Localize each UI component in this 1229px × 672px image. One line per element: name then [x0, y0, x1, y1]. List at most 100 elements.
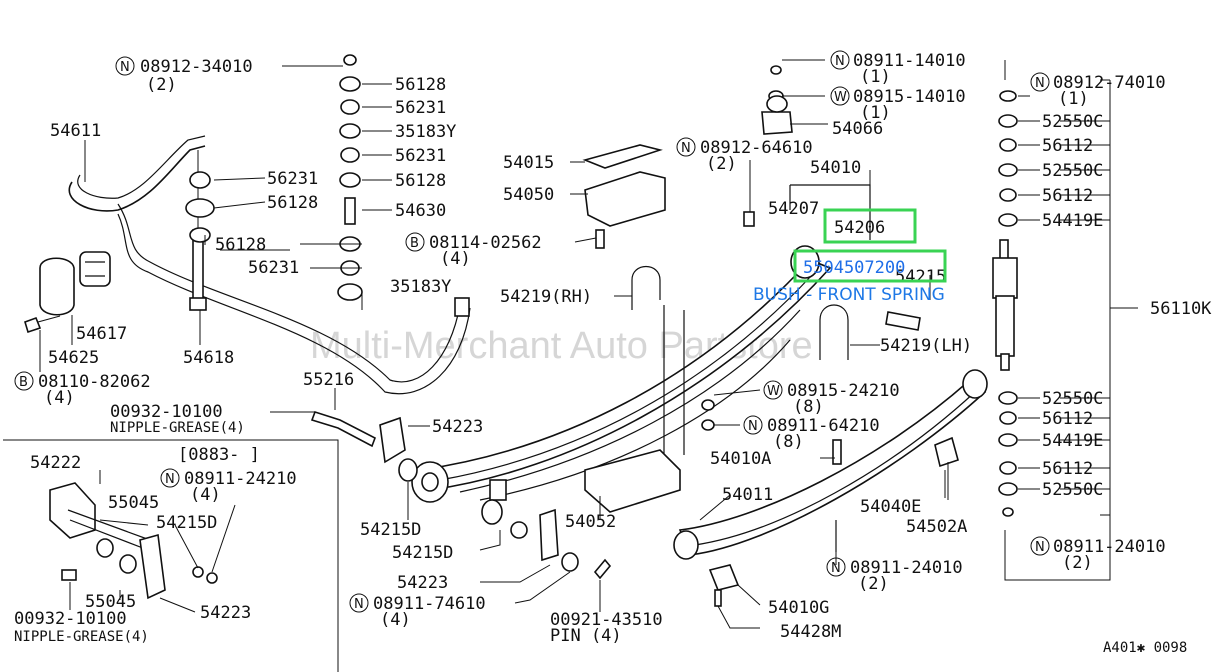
- part-label: 08912-64610: [700, 138, 813, 158]
- w-marker: W: [763, 380, 783, 400]
- part-label: 54207: [768, 199, 819, 219]
- part-label: 08911-74610: [373, 594, 486, 614]
- part-label: 00921-43510: [550, 610, 663, 630]
- b-marker: B: [405, 232, 425, 252]
- qty-label: (4): [44, 388, 75, 408]
- leaf-spring-drawing: [411, 144, 921, 525]
- n-marker: N: [349, 593, 369, 613]
- part-label: 54611: [50, 121, 101, 141]
- part-label: 54625: [48, 348, 99, 368]
- part-label: 56128: [267, 193, 318, 213]
- svg-text:B: B: [410, 236, 419, 251]
- svg-text:N: N: [835, 54, 845, 69]
- highlight-catalog-number[interactable]: 5504507200: [803, 258, 905, 278]
- part-label: 54223: [432, 417, 483, 437]
- qty-label: (2): [706, 154, 737, 174]
- b-marker: B: [14, 371, 34, 391]
- part-label: 55216: [303, 370, 354, 390]
- part-label: 35183Y: [395, 122, 456, 142]
- part-label: 56128: [395, 171, 446, 191]
- part-label: 56112: [1042, 409, 1093, 429]
- highlight-box-part[interactable]: [823, 208, 917, 244]
- part-label: NIPPLE-GREASE(4): [110, 420, 245, 436]
- leader-lines: [39, 59, 1110, 629]
- part-label: 52550C: [1042, 389, 1103, 409]
- shackle-parts-drawing: [310, 411, 612, 580]
- part-label: 56231: [248, 258, 299, 278]
- part-label: 08912-34010: [140, 57, 253, 77]
- n-marker: N: [1030, 536, 1050, 556]
- part-label: 54618: [183, 348, 234, 368]
- part-label: 56231: [267, 169, 318, 189]
- part-label: 54215D: [392, 543, 453, 563]
- part-label: 54222: [30, 453, 81, 473]
- part-label: 54502A: [906, 517, 967, 537]
- part-label: 55045: [85, 592, 136, 612]
- part-label: 52550C: [1042, 161, 1103, 181]
- n-marker: N: [1030, 72, 1050, 92]
- part-label: 56128: [215, 235, 266, 255]
- part-label: 56231: [395, 146, 446, 166]
- part-label: 54219(LH): [880, 336, 972, 356]
- n-marker: N: [743, 415, 763, 435]
- part-label: NIPPLE-GREASE(4): [14, 629, 149, 645]
- part-label: 54015: [503, 153, 554, 173]
- qty-label: (1): [860, 67, 891, 87]
- qty-label: (2): [1062, 553, 1093, 573]
- qty-label: (8): [793, 397, 824, 417]
- part-label: 08911-14010: [853, 51, 966, 71]
- part-label: 54010G: [768, 598, 829, 618]
- part-label: 52550C: [1042, 480, 1103, 500]
- part-label: 35183Y: [390, 277, 451, 297]
- part-label: 08911-64210: [767, 416, 880, 436]
- part-label: 54011: [722, 485, 773, 505]
- rear-leaf-spring-drawing: [673, 369, 988, 607]
- highlighted-part-54206[interactable]: 54206: [823, 208, 917, 244]
- part-label: 08912-74010: [1053, 73, 1166, 93]
- highlight-part-number[interactable]: 54206: [834, 218, 885, 238]
- part-label: 54066: [832, 119, 883, 139]
- part-label: 08911-24010: [1053, 537, 1166, 557]
- n-marker: N: [830, 50, 850, 70]
- part-label: 54215D: [360, 520, 421, 540]
- svg-text:N: N: [748, 419, 758, 434]
- part-label: 54630: [395, 201, 446, 221]
- svg-text:W: W: [834, 90, 847, 105]
- part-label: 08911-24010: [850, 558, 963, 578]
- part-label: 00932-10100: [110, 402, 223, 422]
- svg-text:N: N: [165, 472, 175, 487]
- part-label: 56110K: [1150, 299, 1212, 319]
- highlighted-part-number-link[interactable]: 5504507200 BUSH - FRONT SPRING: [753, 249, 947, 305]
- part-label: 52550C: [1042, 112, 1103, 132]
- n-marker: N: [115, 56, 135, 76]
- part-label: 54050: [503, 185, 554, 205]
- part-label: 08911-24210: [184, 469, 297, 489]
- svg-text:B: B: [19, 375, 28, 390]
- part-label: 54419E: [1042, 431, 1103, 451]
- part-label: 56112: [1042, 136, 1093, 156]
- qty-label: (8): [773, 432, 804, 452]
- highlight-description[interactable]: BUSH - FRONT SPRING: [753, 285, 945, 305]
- part-label: 54419E: [1042, 211, 1103, 231]
- part-label: 54617: [76, 324, 127, 344]
- part-label: 08114-02562: [429, 233, 542, 253]
- highlight-box-number[interactable]: [793, 249, 947, 283]
- part-label: 54040E: [860, 497, 921, 517]
- bump-stopper-drawing: [595, 65, 871, 431]
- shock-absorber-drawing: [992, 60, 1138, 581]
- qty-label: (2): [858, 574, 889, 594]
- svg-text:N: N: [681, 141, 691, 156]
- qty-label: (4): [440, 249, 471, 269]
- part-label: 56128: [395, 75, 446, 95]
- part-label: 54010: [810, 158, 861, 178]
- n-marker: N: [826, 557, 846, 577]
- diagram-code: A401✱ 0098: [1103, 640, 1187, 656]
- part-label: 54052: [565, 512, 616, 532]
- part-label: 54223: [200, 603, 251, 623]
- part-label: 08110-82062: [38, 372, 151, 392]
- stabilizer-bar-drawing: [24, 135, 471, 395]
- svg-text:N: N: [831, 561, 841, 576]
- part-label: 55045: [108, 493, 159, 513]
- qty-label: (1): [1058, 89, 1089, 109]
